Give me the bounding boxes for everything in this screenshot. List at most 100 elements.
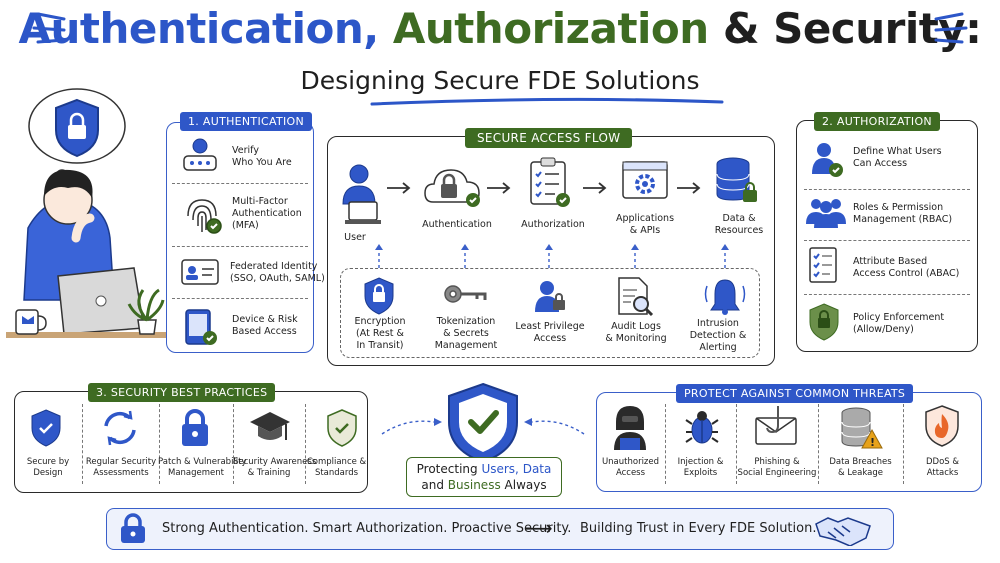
auth-item-label: Multi-Factor Authentication (MFA) [232, 196, 302, 231]
divider [736, 404, 737, 484]
divider [172, 298, 308, 299]
authentication-badge: 1. AUTHENTICATION [180, 112, 313, 131]
authz-item-label: Attribute Based Access Control (ABAC) [853, 256, 960, 279]
flow-step-label: Authentication [422, 219, 492, 230]
authz-item-label: Policy Enforcement (Allow/Deny) [853, 312, 945, 335]
tablet-icon [185, 309, 217, 345]
auth-item-label: Verify Who You Are [232, 145, 292, 168]
authz-item-label: Define What Users Can Access [853, 146, 942, 169]
divider [665, 404, 666, 484]
center-text-business: Business [447, 478, 501, 492]
practice-label: Regular Security Assessments [85, 457, 157, 478]
flow-control-label: Encryption (At Rest & In Transit) [354, 316, 406, 351]
authorization-icons [806, 143, 846, 341]
database-icon [716, 157, 757, 202]
cloud-lock-icon [424, 169, 480, 207]
lock-icon [121, 513, 145, 543]
divider [82, 404, 83, 484]
banner-arrow: ⟶ [524, 516, 553, 540]
secure-access-flow-badge: SECURE ACCESS FLOW [465, 128, 633, 148]
flow-control-label: Intrusion Detection & Alerting [689, 318, 747, 353]
shield-lock-icon [55, 98, 99, 158]
center-message: Protecting Users, Data and Business Alwa… [406, 461, 562, 493]
page-subtitle: Designing Secure FDE Solutions [300, 66, 700, 95]
svg-text:!: ! [870, 436, 875, 449]
threat-label: Data Breaches & Leakage [829, 457, 892, 478]
bottom-banner [106, 508, 894, 550]
divider [818, 404, 819, 484]
divider [804, 189, 970, 190]
authz-item-label: Roles & Permission Management (RBAC) [853, 202, 953, 225]
banner-left-text: Strong Authentication. Smart Authorizati… [162, 521, 572, 536]
authorization-badge: 2. AUTHORIZATION [814, 112, 940, 131]
handshake-icon [815, 517, 871, 546]
user-lock-icon [535, 281, 565, 312]
title-decoration [32, 12, 968, 106]
threats-icons: ! [614, 405, 959, 450]
practice-label: Security Awareness & Training [233, 457, 317, 478]
center-message-box [406, 457, 562, 497]
developer-illustration [6, 88, 166, 338]
threat-label: DDoS & Attacks [925, 457, 960, 478]
graduation-cap-icon [250, 412, 290, 440]
divider [233, 404, 234, 484]
checklist-icon [530, 157, 570, 207]
center-text: Protecting [416, 462, 478, 476]
divider [804, 294, 970, 295]
policy-shield-icon [809, 303, 839, 341]
check-shield-icon [327, 409, 357, 447]
flow-control-label: Least Privilege Access [515, 321, 585, 344]
threat-label: Unauthorized Access [601, 457, 660, 478]
checklist-icon [809, 247, 837, 283]
document-search-icon [618, 277, 654, 317]
controls-subpanel [340, 268, 760, 358]
key-icon [444, 285, 487, 303]
center-text: and [421, 478, 444, 492]
threat-label: Phishing & Social Engineering [737, 457, 817, 478]
divider [305, 404, 306, 484]
group-icon [806, 199, 846, 228]
flow-step-label: Authorization [521, 219, 585, 230]
threats-badge: PROTECT AGAINST COMMON THREATS [676, 384, 914, 403]
refresh-icon [104, 410, 136, 446]
bell-icon [704, 279, 746, 315]
best-practices-icons [31, 409, 357, 447]
flow-step-label: Data & Resources [714, 213, 764, 236]
bug-icon [685, 411, 719, 444]
id-card-icon [181, 259, 219, 285]
divider [172, 183, 308, 184]
shield-icon [31, 409, 61, 447]
shield-lock-icon [364, 277, 394, 315]
flow-step-label: User [344, 232, 366, 243]
practice-label: Patch & Vulnerability Management [158, 457, 247, 478]
fingerprint-icon [187, 199, 222, 234]
auth-item-label: Device & Risk Based Access [232, 314, 298, 337]
title-part-2: Authorization [392, 4, 709, 53]
divider [903, 404, 904, 484]
practice-label: Secure by Design [26, 457, 70, 478]
flow-control-label: Audit Logs & Monitoring [605, 321, 667, 344]
user-laptop-icon [342, 164, 381, 224]
divider [159, 404, 160, 484]
phishing-mail-icon [755, 406, 797, 445]
fire-shield-icon [925, 405, 959, 447]
center-text-users: Users, [481, 462, 519, 476]
center-text-data: Data [522, 462, 552, 476]
check-shield-icon [448, 382, 518, 462]
divider [804, 240, 970, 241]
hacker-icon [614, 406, 646, 450]
user-id-icon [183, 138, 217, 171]
best-practices-badge: 3. SECURITY BEST PRACTICES [88, 383, 276, 402]
threat-label: Injection & Exploits [677, 457, 724, 478]
title-part-1: Authentication, [18, 4, 380, 53]
auth-item-label: Federated Identity (SSO, OAuth, SAML) [230, 261, 325, 284]
banner-right-text: Building Trust in Every FDE Solution. [580, 521, 817, 536]
center-shield-graphic [381, 382, 585, 462]
app-gear-icon [622, 161, 668, 199]
padlock-icon [182, 409, 208, 446]
flow-graphics [342, 157, 757, 317]
practice-label: Compliance & Standards [306, 457, 367, 478]
database-warning-icon: ! [841, 407, 883, 449]
flow-step-label: Applications & APIs [615, 213, 675, 236]
flow-control-label: Tokenization & Secrets Management [434, 316, 498, 351]
